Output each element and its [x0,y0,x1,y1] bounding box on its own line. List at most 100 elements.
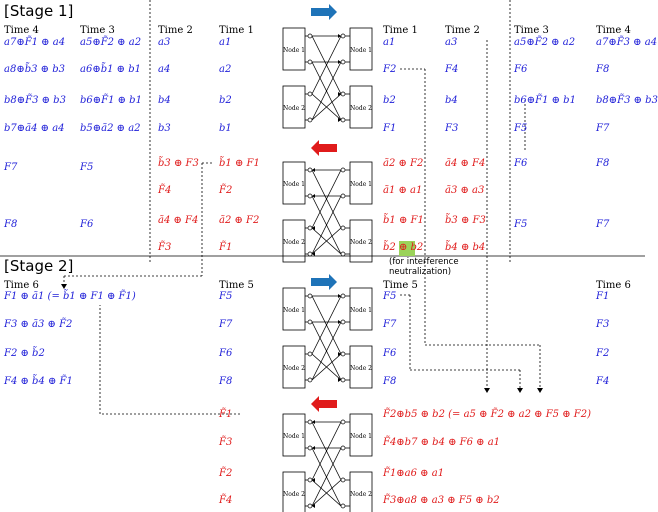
terminal [340,117,346,123]
r6-cell: F3 [596,319,610,330]
link [311,195,342,255]
r5-cell: F6 [383,348,397,359]
terminal [340,351,346,357]
terminal [340,225,346,231]
node-box [349,287,373,331]
terminal [340,251,346,257]
t1-cell: F̃2 [219,185,233,196]
terminal [340,377,346,383]
node-box [282,85,306,129]
node-box [349,85,373,129]
node-box [282,471,306,512]
terminal [340,445,346,451]
link-head [338,34,341,38]
terminal [307,445,313,451]
t5-cell: F̃4 [219,495,233,506]
t1-cell: a1 [219,37,232,48]
r3-cell: F5 [514,123,528,134]
t6-cell: F4 ⊕ b̃4 ⊕ F̃1 [4,376,73,387]
node-box [282,219,306,263]
link-head [338,60,341,64]
node-label: Node 1 [350,433,372,440]
terminal [340,193,346,199]
link [311,227,342,255]
t3-cell: a5⊕F̃2 ⊕ a2 [80,37,142,48]
r5-cell: F̃4⊕b7 ⊕ b4 ⊕ F6 ⊕ a1 [383,437,501,448]
r4-cell: F7 [596,219,610,230]
t6-cell: F3 ⊕ ã3 ⊕ F̃2 [4,319,73,330]
r3-cell: F6 [514,158,528,169]
terminal [307,59,313,65]
header-r-time6: Time 6 [596,280,631,291]
header-time3: Time 3 [80,25,115,36]
link [311,61,342,121]
t5-cell: F̃3 [219,437,233,448]
node-label: Node 1 [283,181,305,188]
r5-cell: F8 [383,376,397,387]
link-head [312,420,315,424]
terminal [307,91,313,97]
route-arrowhead [61,284,67,289]
t1-cell: b̃1 ⊕ F1 [219,158,260,169]
terminal [307,33,313,39]
link [311,447,342,507]
note-line1: (for interference [389,257,459,267]
t4-cell: a7⊕F̃1 ⊕ a4 [4,37,66,48]
r2-cell: F4 [445,64,459,75]
note-line2: neutralization) [389,267,452,277]
t3-cell: a6⊕b̃1 ⊕ b1 [80,64,141,75]
t4-cell: F8 [4,219,18,230]
terminal [307,503,313,509]
t2-cell: a3 [158,37,171,48]
node-box [349,27,373,71]
r1-cell: b̃2 ⊕ b2 [383,242,424,253]
t2-cell: b̃3 ⊕ F3 [158,158,199,169]
r1-cell: ã1 ⊕ a1 [383,185,423,196]
t1-cell: a2 [219,64,232,75]
node-label: Node 2 [283,491,305,498]
r5-cell: F̃2⊕b5 ⊕ b2 (= a5 ⊕ F̃2 ⊕ a2 ⊕ F5 ⊕ F2) [383,409,591,420]
direction-arrow [311,396,337,412]
t5-cell: F8 [219,376,233,387]
node-box [349,413,373,457]
node-label: Node 1 [283,47,305,54]
link-head [312,504,315,508]
direction-arrow [311,4,337,20]
terminal [307,117,313,123]
r1-cell: F1 [383,123,397,134]
r1-cell: b̃1 ⊕ F1 [383,215,424,226]
header-time1: Time 1 [219,25,254,36]
node-box [349,345,373,389]
header-time6: Time 6 [4,280,39,291]
link-head [312,226,315,230]
t2-cell: b4 [158,95,171,106]
link [311,321,342,381]
terminal [340,503,346,509]
header-time4: Time 4 [4,25,39,36]
t6-cell: F1 ⊕ ã1 (= b̃1 ⊕ F1 ⊕ F̃1) [4,291,136,302]
t3-cell: F5 [80,162,94,173]
t2-cell: ã4 ⊕ F4 [158,215,199,226]
node-box [282,287,306,331]
t6-cell: F2 ⊕ b̃2 [4,348,45,359]
r1-cell: F2 [383,64,397,75]
link-head [312,446,315,450]
t5-cell: F7 [219,319,233,330]
header-time2: Time 2 [158,25,193,36]
node-label: Node 1 [350,181,372,188]
node-box [349,471,373,512]
t4-cell: b8⊕F̃3 ⊕ b3 [4,95,66,106]
terminal [307,293,313,299]
terminal [307,477,313,483]
terminal [307,419,313,425]
header-r-time5: Time 5 [383,280,418,291]
link-head [312,194,315,198]
link [311,35,342,95]
r1-cell: ã2 ⊕ F2 [383,158,424,169]
terminal [340,319,346,325]
link [311,169,342,229]
r1-cell: b2 [383,95,396,106]
node-box [282,345,306,389]
terminal [307,193,313,199]
